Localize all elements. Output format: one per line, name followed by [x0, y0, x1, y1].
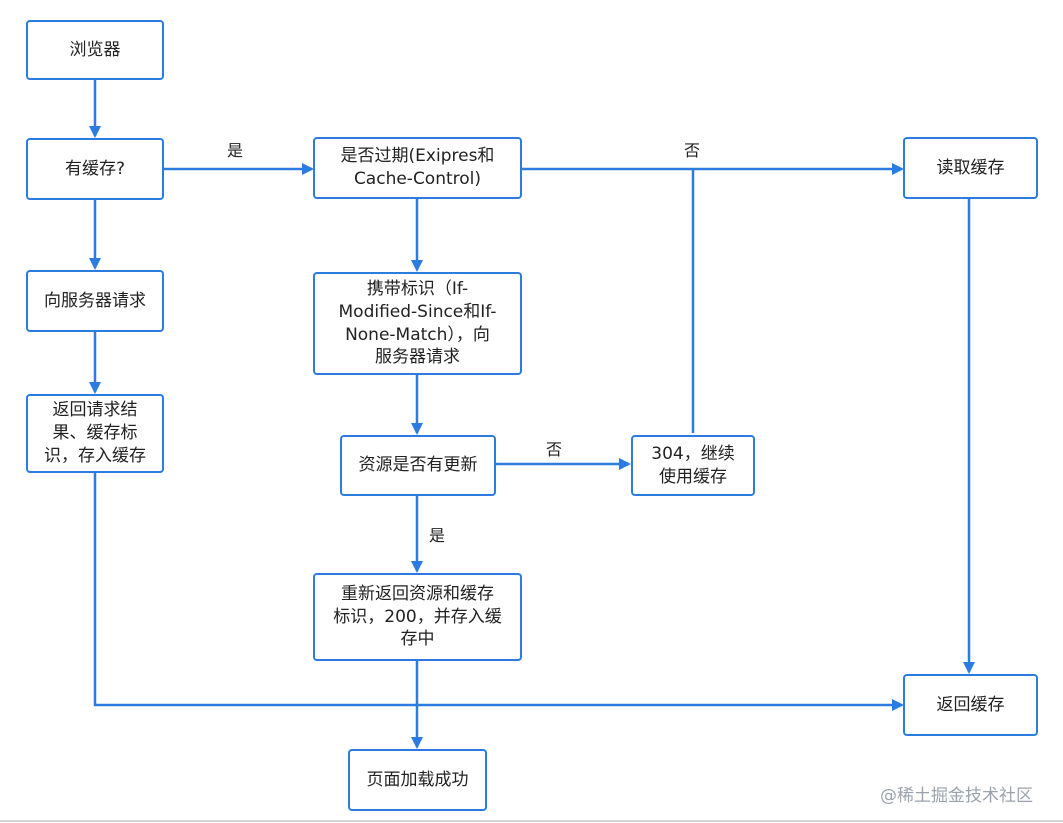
node-resource-updated: 资源是否有更新 — [340, 435, 496, 496]
node-carry-flag: 携带标识（If- Modified-Since和If- None-Match），… — [313, 272, 522, 375]
node-browser: 浏览器 — [26, 20, 164, 80]
label-no-updated: 否 — [546, 440, 563, 459]
label-no-expired: 否 — [684, 141, 701, 160]
node-return-result: 返回请求结 果、缓存标 识，存入缓存 — [26, 394, 164, 473]
watermark: @稀土掘金技术社区 — [880, 786, 1033, 806]
node-not-modified: 304，继续 使用缓存 — [631, 435, 755, 496]
node-return-cache: 返回缓存 — [903, 674, 1038, 736]
node-has-cache: 有缓存? — [26, 138, 164, 200]
node-return-new: 重新返回资源和缓存 标识，200，并存入缓 存中 — [313, 573, 522, 661]
edge-return-result-to-return-cache — [93, 473, 904, 711]
node-page-loaded: 页面加载成功 — [348, 749, 487, 811]
node-expired: 是否过期(Exipres和 Cache-Control) — [313, 137, 522, 199]
label-yes-expired: 是 — [227, 141, 244, 160]
node-read-cache: 读取缓存 — [903, 137, 1038, 199]
label-yes-updated: 是 — [429, 526, 446, 545]
node-request-server: 向服务器请求 — [26, 270, 164, 332]
bottom-divider — [0, 820, 1063, 822]
